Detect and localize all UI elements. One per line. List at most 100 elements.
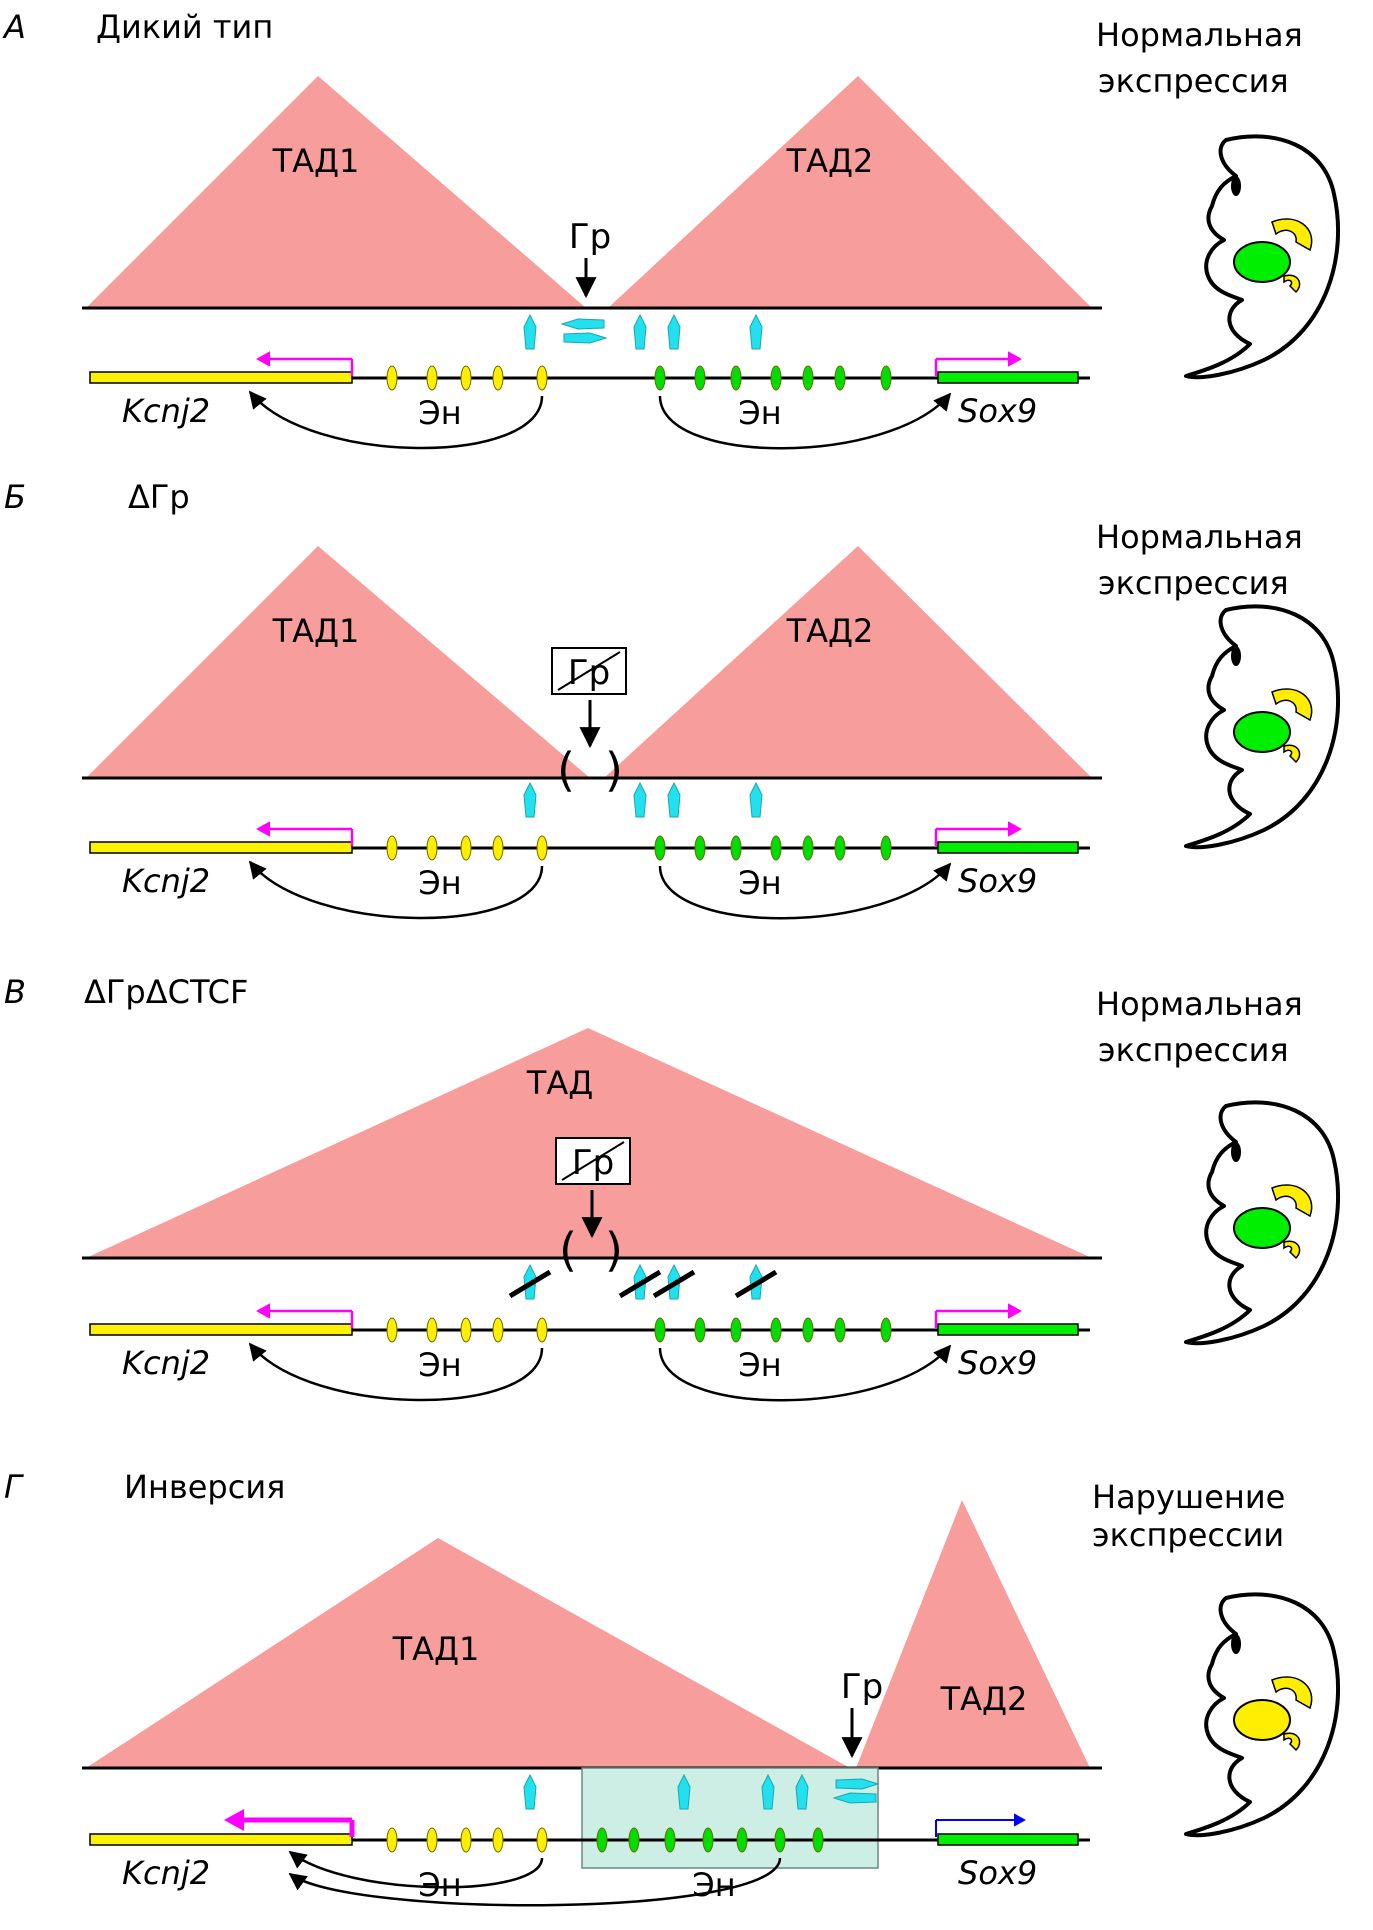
sox9-label: Sox9 <box>958 1854 1037 1892</box>
expression-status-line2: экспрессия <box>1098 564 1289 602</box>
kcnj2-label: Kcnj2 <box>122 1344 210 1382</box>
enhancer-label: Эн <box>418 864 461 902</box>
enhancer-yellow <box>492 365 504 391</box>
enhancer-yellow <box>536 1827 548 1853</box>
deletion-bracket-right: ) <box>605 1223 623 1277</box>
enhancer-green <box>834 365 846 391</box>
enhancer-green <box>654 835 666 861</box>
enhancer-contact-arrow-kcnj2 <box>248 390 544 450</box>
ctcf-site <box>795 1773 809 1810</box>
enhancer-contact-arrow-kcnj2 <box>248 860 544 920</box>
panel-letter: Г <box>4 1468 24 1506</box>
enhancer-yellow <box>386 1317 398 1343</box>
deletion-bracket-left: ( <box>559 1223 577 1277</box>
enhancer-green <box>654 1317 666 1343</box>
ctcf-site <box>667 313 681 350</box>
ctcf-deletion-mark <box>734 1269 778 1299</box>
embryo-icon <box>1184 1100 1341 1346</box>
enhancer-green <box>802 365 814 391</box>
enhancer-green <box>834 1317 846 1343</box>
sox9-gene <box>937 1833 1079 1846</box>
embryo-outline <box>1184 604 1341 850</box>
enhancer-contact-arrow-sox9 <box>658 862 952 920</box>
inverted-region-box <box>581 1767 879 1869</box>
sox9-tss-arrow <box>935 1813 1026 1837</box>
ctcf-site <box>749 781 763 818</box>
enhancer-label: Эн <box>738 1346 781 1384</box>
panel-title: Дикий тип <box>96 8 273 46</box>
embryo-icon <box>1184 134 1341 380</box>
enhancer-label: Эн <box>738 394 781 432</box>
embryo-icon <box>1184 1592 1341 1838</box>
sox9-label: Sox9 <box>958 862 1037 900</box>
embryo-eye <box>1231 1142 1241 1162</box>
enhancer-green <box>812 1827 824 1853</box>
enhancer-green <box>834 835 846 861</box>
expression-status-line2: экспрессия <box>1098 1031 1289 1069</box>
kcnj2-label: Kcnj2 <box>122 862 210 900</box>
deletion-bracket-left: ( <box>557 743 575 797</box>
enhancer-yellow <box>536 365 548 391</box>
enhancer-contact-arrow-inverted <box>288 1857 782 1907</box>
panel-title: ΔГрΔCTCF <box>84 973 248 1011</box>
enhancer-green <box>694 365 706 391</box>
kcnj2-gene <box>89 1833 353 1846</box>
embryo-outline <box>1184 1100 1341 1346</box>
ctcf-site <box>523 781 537 818</box>
embryo-outline <box>1184 1592 1341 1838</box>
enhancer-green <box>880 835 892 861</box>
enhancer-green <box>702 1827 714 1853</box>
tad1-triangle <box>86 1538 850 1768</box>
enhancer-yellow <box>426 1827 438 1853</box>
tad1-triangle <box>86 546 590 778</box>
enhancer-contact-arrow-kcnj2 <box>248 1342 544 1402</box>
enhancer-yellow <box>426 365 438 391</box>
panel-letter: А <box>2 8 26 46</box>
kcnj2-gene <box>89 841 353 854</box>
ctcf-site <box>749 313 763 350</box>
strike-line <box>557 651 621 691</box>
ctcf-site <box>677 1773 691 1810</box>
tad2-label: ТАД2 <box>786 142 874 180</box>
enhancer-green <box>730 835 742 861</box>
expression-status-line1: Нормальная <box>1096 16 1303 54</box>
kcnj2-tss-arrow <box>224 1809 355 1837</box>
sox9-tss-arrow <box>934 821 1022 846</box>
enhancer-yellow <box>386 365 398 391</box>
kcnj2-gene <box>89 1323 353 1336</box>
tad2-triangle <box>856 1500 1090 1768</box>
boundary-label: Гр <box>572 1143 614 1183</box>
ctcf-site <box>560 318 605 330</box>
strike-line <box>561 1141 625 1181</box>
enhancer-yellow <box>460 1827 472 1853</box>
tad1-triangle <box>86 76 586 308</box>
panel-title: ΔГр <box>128 478 190 516</box>
enhancer-label: Эн <box>418 1866 461 1904</box>
embryo-eye <box>1231 1634 1241 1654</box>
sox9-gene <box>937 371 1079 384</box>
sox9-tss-arrow <box>934 1303 1022 1328</box>
enhancer-label: Эн <box>418 394 461 432</box>
ctcf-site <box>761 1773 775 1810</box>
expression-status-line1: Нарушение <box>1092 1478 1285 1516</box>
tad2-label: ТАД2 <box>940 1680 1028 1718</box>
kcnj2-tss-arrow <box>256 1303 354 1328</box>
enhancer-yellow <box>460 1317 472 1343</box>
enhancer-green <box>802 1317 814 1343</box>
sox9-gene <box>937 841 1079 854</box>
embryo-limb-lower <box>1283 274 1301 294</box>
enhancer-green <box>770 365 782 391</box>
enhancer-contact-arrow-sox9 <box>658 392 952 450</box>
ctcf-site <box>523 1773 537 1810</box>
ctcf-deletion-mark <box>508 1269 552 1299</box>
enhancer-green <box>664 1827 676 1853</box>
enhancer-green <box>654 365 666 391</box>
embryo-limb-lower <box>1283 1732 1301 1752</box>
enhancer-label: Эн <box>738 864 781 902</box>
enhancer-green <box>770 835 782 861</box>
enhancer-green <box>770 1317 782 1343</box>
embryo-outline <box>1184 134 1341 380</box>
embryo-expression-domain <box>1233 711 1291 753</box>
